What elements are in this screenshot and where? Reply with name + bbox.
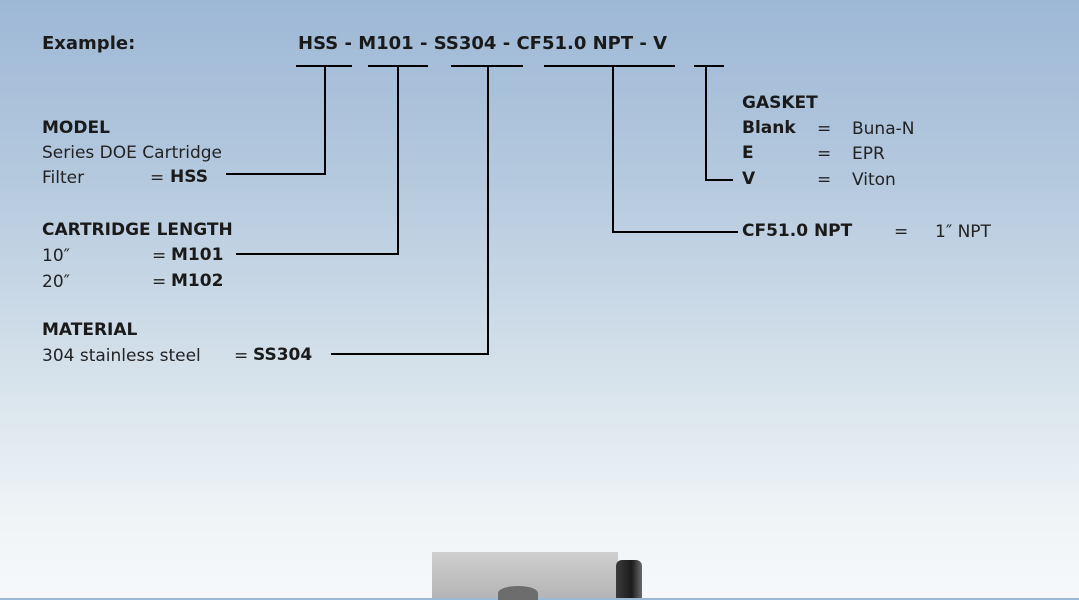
- gasket-equals-2: =: [817, 144, 832, 164]
- length-equals-2: =: [152, 272, 167, 292]
- part-separator: -: [496, 33, 517, 54]
- connector-length: [236, 67, 399, 255]
- part-number: HSS - M101 - SS304 - CF51.0 NPT - V: [298, 33, 667, 54]
- example-label: Example:: [42, 33, 136, 54]
- gasket-heading: GASKET: [742, 93, 818, 113]
- model-equals: =: [150, 168, 165, 188]
- gasket-equals-3: =: [817, 170, 832, 190]
- length-equals-1: =: [152, 246, 167, 266]
- gasket-code-1: Blank: [742, 118, 796, 138]
- part-segment-connection: CF51.0 NPT: [516, 33, 634, 54]
- connection-equals: =: [894, 222, 909, 242]
- model-heading: MODEL: [42, 118, 110, 138]
- gasket-value-3: Viton: [852, 170, 896, 190]
- part-segment-material: SS304: [433, 33, 497, 54]
- model-code: HSS: [170, 167, 208, 187]
- part-segment-model: HSS: [298, 33, 339, 54]
- cartridge-length-heading: CARTRIDGE LENGTH: [42, 220, 233, 240]
- connector-model: [226, 67, 326, 175]
- length-label-1: 10″: [42, 246, 70, 266]
- connection-value: 1″ NPT: [935, 222, 991, 242]
- gasket-value-1: Buna-N: [852, 119, 915, 139]
- gasket-code-3: V: [742, 169, 756, 189]
- material-equals: =: [234, 346, 249, 366]
- length-code-2: M102: [171, 271, 224, 291]
- material-code: SS304: [253, 345, 313, 365]
- length-code-1: M101: [171, 245, 224, 265]
- product-photo-detail: [498, 586, 538, 600]
- connection-code: CF51.0 NPT: [742, 221, 853, 241]
- length-label-2: 20″: [42, 272, 70, 292]
- gasket-equals-1: =: [817, 119, 832, 139]
- part-separator: -: [413, 33, 434, 54]
- product-photo-shadow: [616, 560, 642, 598]
- material-heading: MATERIAL: [42, 320, 138, 340]
- connector-connection: [612, 67, 738, 233]
- part-segment-gasket: V: [653, 33, 668, 54]
- gasket-value-2: EPR: [852, 144, 885, 164]
- gasket-code-2: E: [742, 143, 754, 163]
- model-line1: Series DOE Cartridge: [42, 143, 222, 163]
- part-separator: -: [633, 33, 654, 54]
- connector-material: [331, 67, 489, 355]
- connector-gasket: [705, 67, 733, 181]
- material-label: 304 stainless steel: [42, 346, 201, 366]
- part-separator: -: [338, 33, 359, 54]
- part-segment-length: M101: [358, 33, 414, 54]
- model-label: Filter: [42, 168, 85, 188]
